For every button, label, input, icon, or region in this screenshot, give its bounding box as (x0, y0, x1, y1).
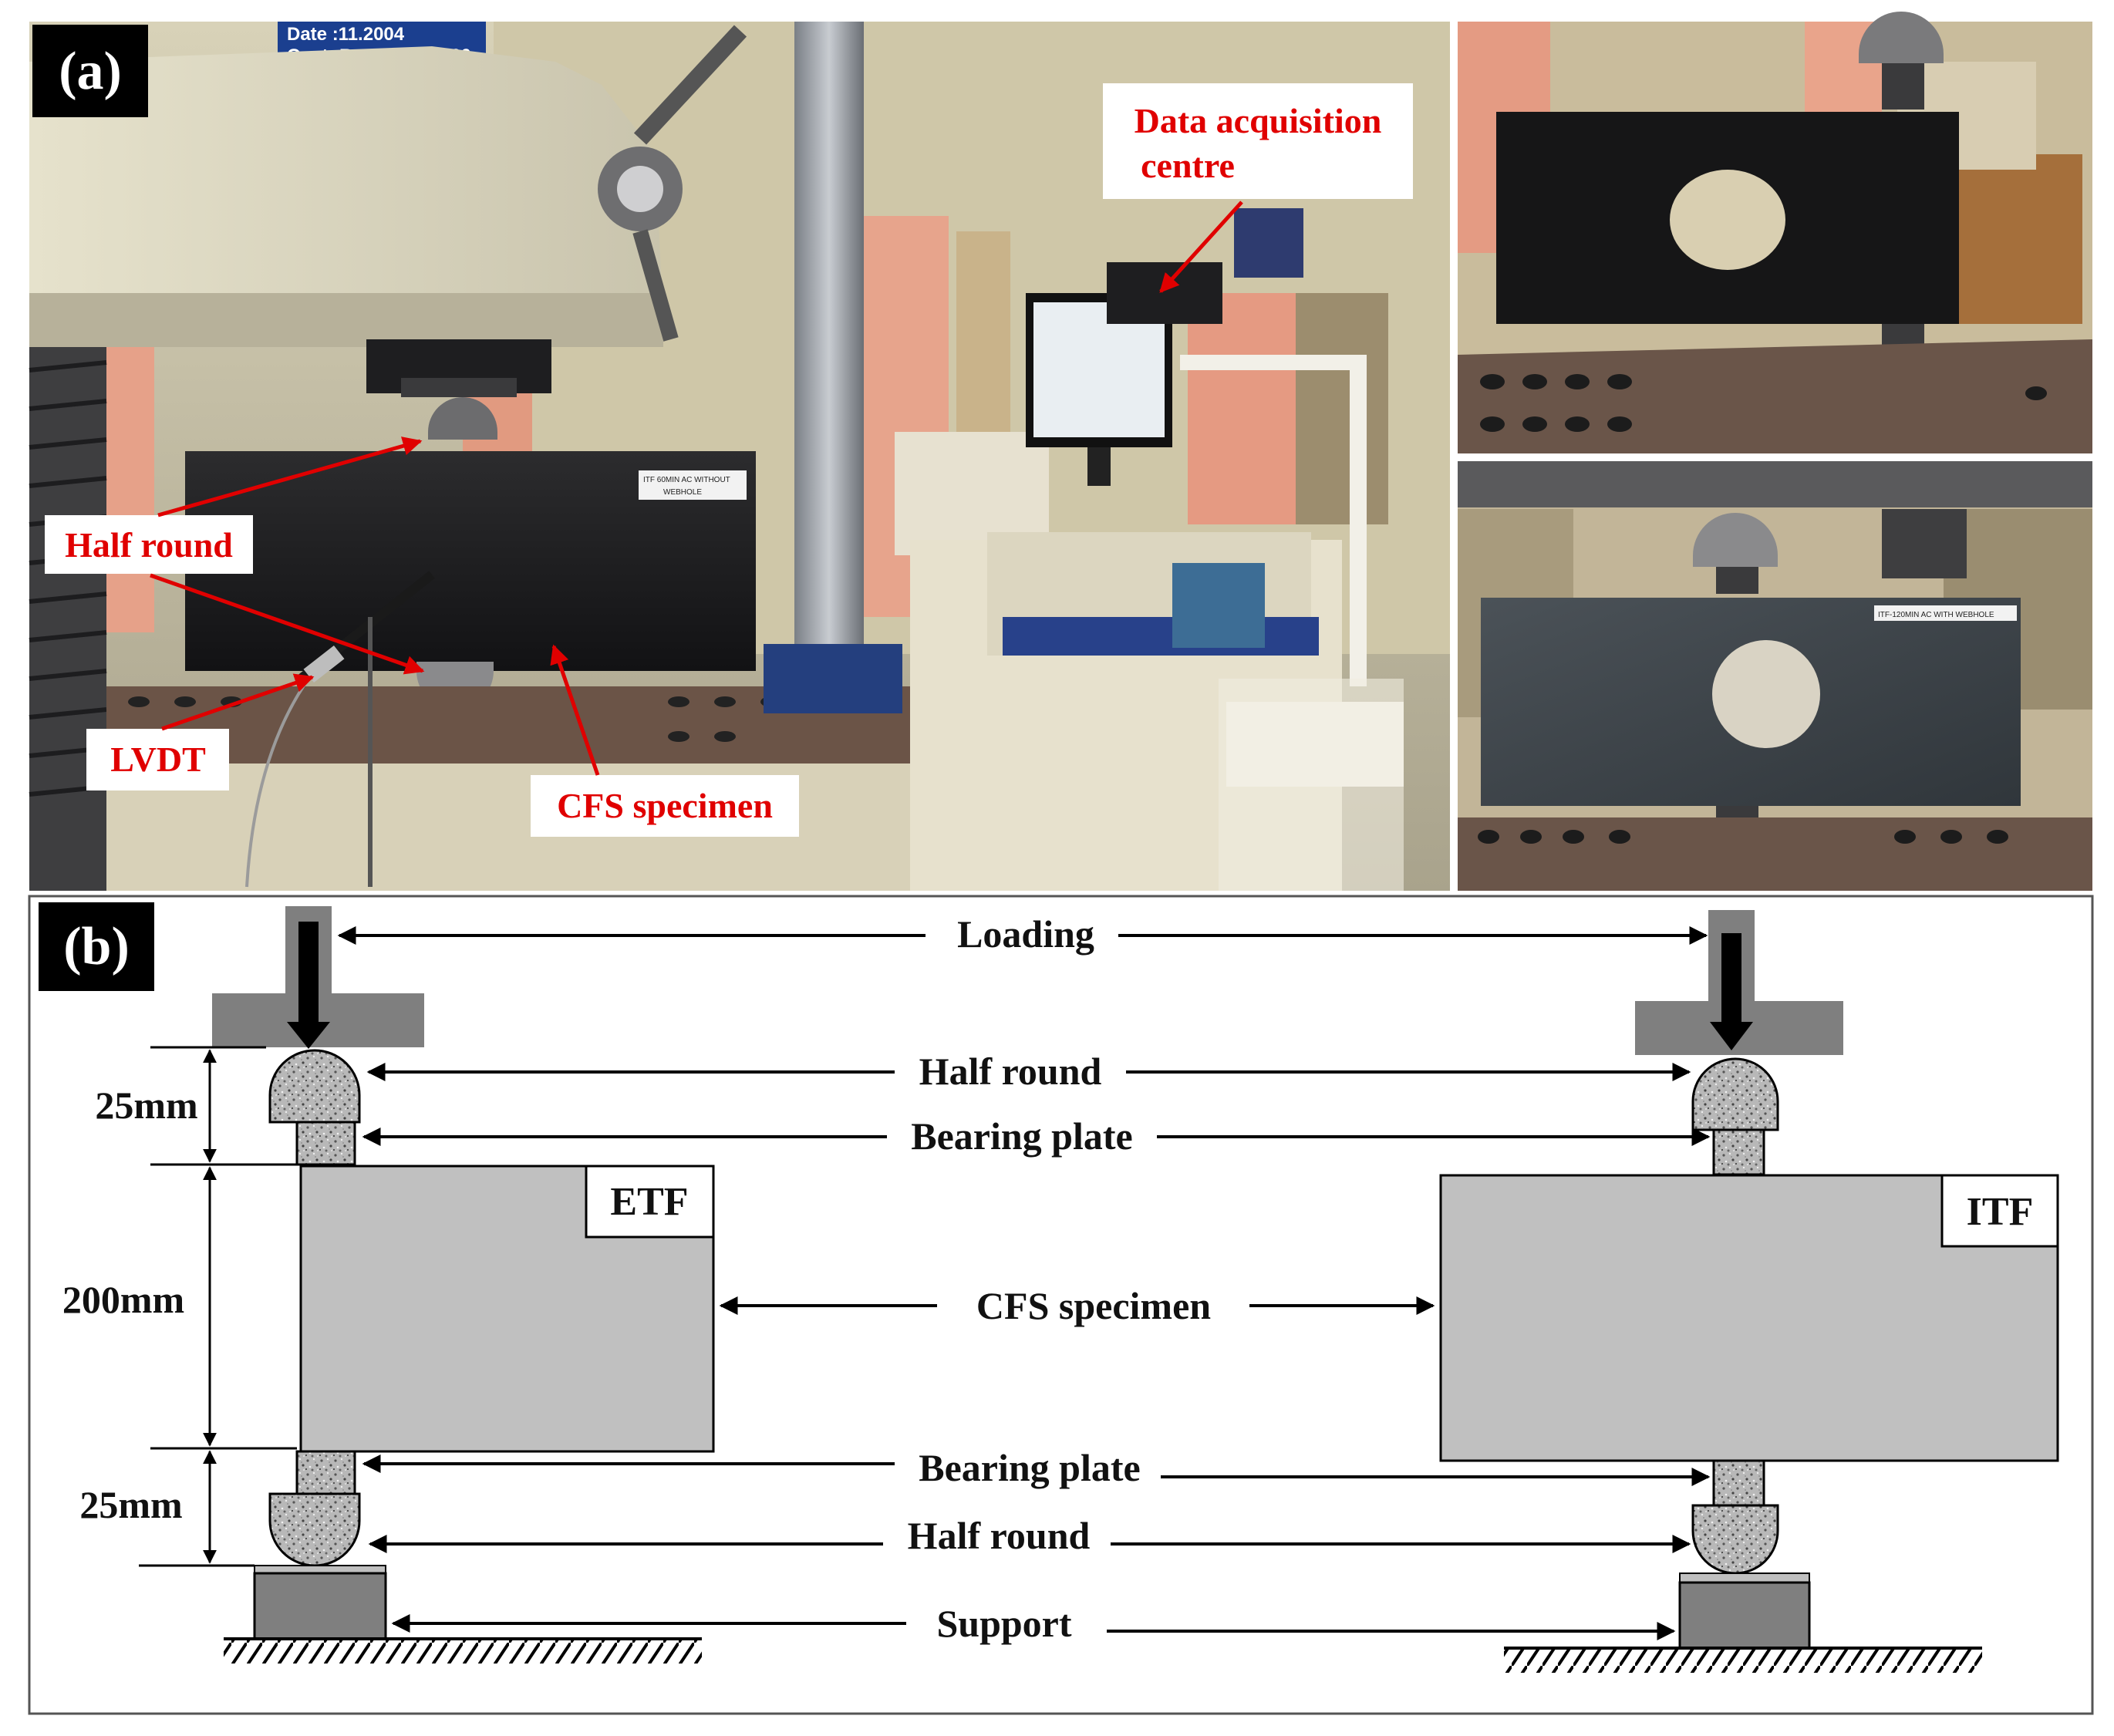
photo-annotations: Data acquisition centre Half round LVDT … (45, 83, 1413, 837)
dim-200mm: 200mm (62, 1278, 184, 1321)
bearing-plate-bottom-left (295, 1450, 356, 1495)
dimension-lines (139, 1046, 297, 1567)
label-bearing-plate-top: Bearing plate (911, 1114, 1132, 1158)
tag-itf: ITF (1967, 1190, 2034, 1234)
dim-bottom-25mm: 25mm (79, 1483, 182, 1526)
label-support: Support (936, 1602, 1071, 1645)
bearing-plate-top-left (295, 1121, 356, 1166)
right-bottom-photo: ITF-120MIN AC WITH WEBHOLE (1458, 461, 2092, 891)
ground-left (224, 1640, 702, 1664)
label-lvdt: LVDT (110, 740, 206, 779)
arrow-lvdt (161, 673, 315, 731)
label-data-acquisition-line-1: Data acquisition (1135, 101, 1382, 140)
arrow-half-round-bottom (150, 573, 425, 675)
label-data-acquisition-line-2: centre (1141, 146, 1235, 185)
label-half-round: Half round (65, 525, 233, 565)
panel-a-photo: Date :11.2004 Cost :Rs. 6,60,154.00 (29, 12, 2092, 891)
panel-a-tag: (a) (59, 42, 122, 101)
label-cfs-specimen: CFS specimen (976, 1284, 1211, 1327)
bearing-plate-top-right (1712, 1128, 1765, 1176)
ground-right (1504, 1650, 1982, 1673)
label-half-round-top: Half round (919, 1050, 1102, 1093)
specimen-tag-1-line-1: ITF 60MIN AC WITHOUT (643, 476, 730, 484)
label-loading: Loading (957, 912, 1094, 956)
itf-setup: ITF (1439, 910, 2059, 1673)
half-round-top-right (1691, 1057, 1779, 1131)
right-top-photo (1458, 12, 2092, 453)
sign-line-1: Date :11.2004 (287, 24, 405, 45)
support-right (1678, 1581, 1811, 1650)
tag-etf: ETF (610, 1180, 688, 1224)
arrow-cfs-specimen (550, 644, 600, 776)
label-cfs-specimen-photo: CFS specimen (557, 786, 773, 825)
arrow-half-round-top (157, 437, 423, 517)
specimen-tag-1-line-2: WEBHOLE (663, 488, 702, 497)
bearing-plate-bottom-right (1712, 1459, 1765, 1507)
half-round-top-left (268, 1049, 361, 1124)
support-left (253, 1572, 387, 1640)
arrow-data-acquisition (1159, 201, 1243, 293)
dim-top-25mm: 25mm (95, 1084, 197, 1127)
panel-b-schematic: (b) ETF (28, 895, 2094, 1715)
leader-arrows (337, 926, 1711, 1640)
label-half-round-bottom: Half round (908, 1514, 1091, 1557)
label-bearing-plate-bottom: Bearing plate (919, 1446, 1140, 1489)
panel-b-tag: (b) (63, 917, 130, 976)
etf-setup: ETF (212, 906, 715, 1664)
specimen-tag-2: ITF-120MIN AC WITH WEBHOLE (1878, 611, 1994, 619)
